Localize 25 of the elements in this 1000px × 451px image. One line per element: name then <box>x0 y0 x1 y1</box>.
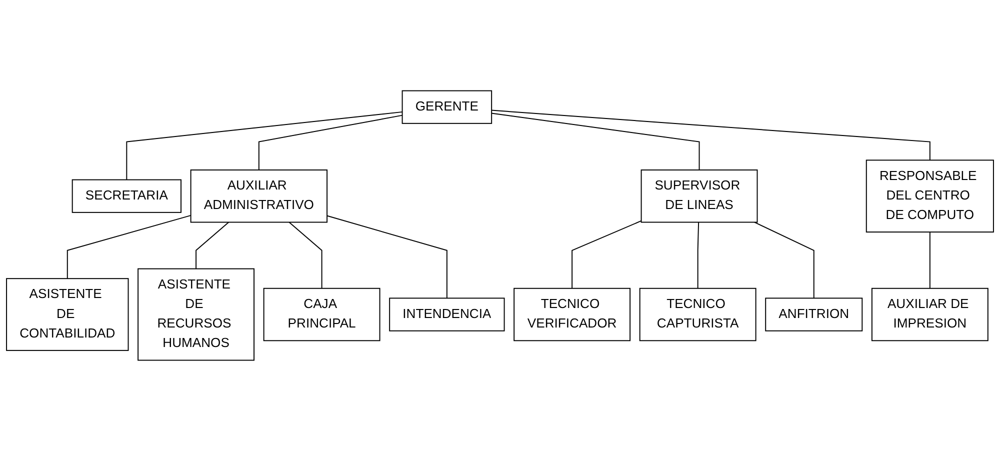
node-box: ASISTENTE DE CONTABILIDAD <box>6 278 129 351</box>
node-box: AUXILIAR ADMINISTRATIVO <box>190 169 328 223</box>
connector <box>697 222 700 289</box>
connector <box>326 215 448 299</box>
node-box: ASISTENTE DE RECURSOS HUMANOS <box>138 268 254 361</box>
connector <box>258 114 403 170</box>
connector <box>572 220 642 289</box>
connector <box>196 222 230 270</box>
connector <box>491 110 930 161</box>
node-box: CAJA PRINCIPAL <box>263 288 380 342</box>
node-box: INTENDENCIA <box>389 298 505 332</box>
node-box: AUXILIAR DE IMPRESION <box>871 288 988 342</box>
connector <box>754 222 814 299</box>
node-box: GERENTE <box>402 90 492 124</box>
connector <box>288 222 322 289</box>
node-box: SUPERVISOR DE LINEAS <box>640 169 758 223</box>
connector <box>491 112 700 170</box>
node-box: TECNICO CAPTURISTA <box>639 288 756 342</box>
node-box: RESPONSABLE DEL CENTRO DE COMPUTO <box>866 160 994 233</box>
node-box: SECRETARIA <box>72 179 182 213</box>
node-box: TECNICO VERIFICADOR <box>514 288 631 342</box>
connector <box>929 232 930 289</box>
node-box: ANFITRION <box>765 298 863 332</box>
connector <box>126 111 403 180</box>
connector <box>66 214 192 280</box>
